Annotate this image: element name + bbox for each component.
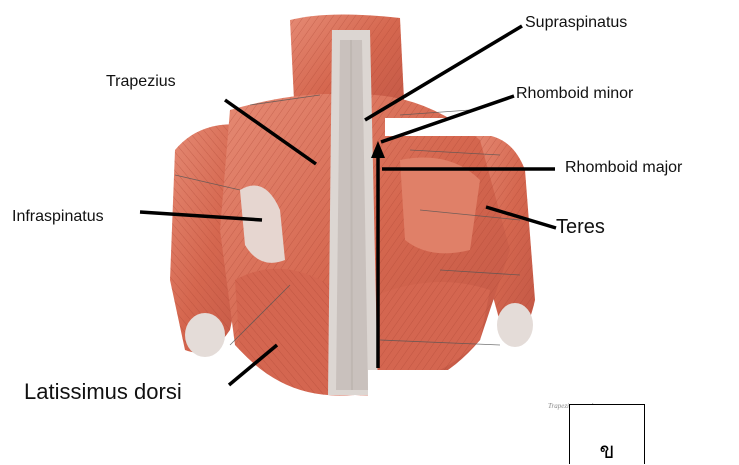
answer-box: ข [569,404,645,464]
label-latissimus-dorsi: Latissimus dorsi [24,381,182,403]
label-teres: Teres [556,217,605,237]
label-supraspinatus: Supraspinatus [525,15,627,31]
label-rhomboid-minor: Rhomboid minor [516,86,633,102]
answer-letter: ข [570,433,644,465]
label-trapezius: Trapezius [106,74,176,90]
label-rhomboid-major: Rhomboid major [565,160,682,176]
label-infraspinatus: Infraspinatus [12,209,104,225]
